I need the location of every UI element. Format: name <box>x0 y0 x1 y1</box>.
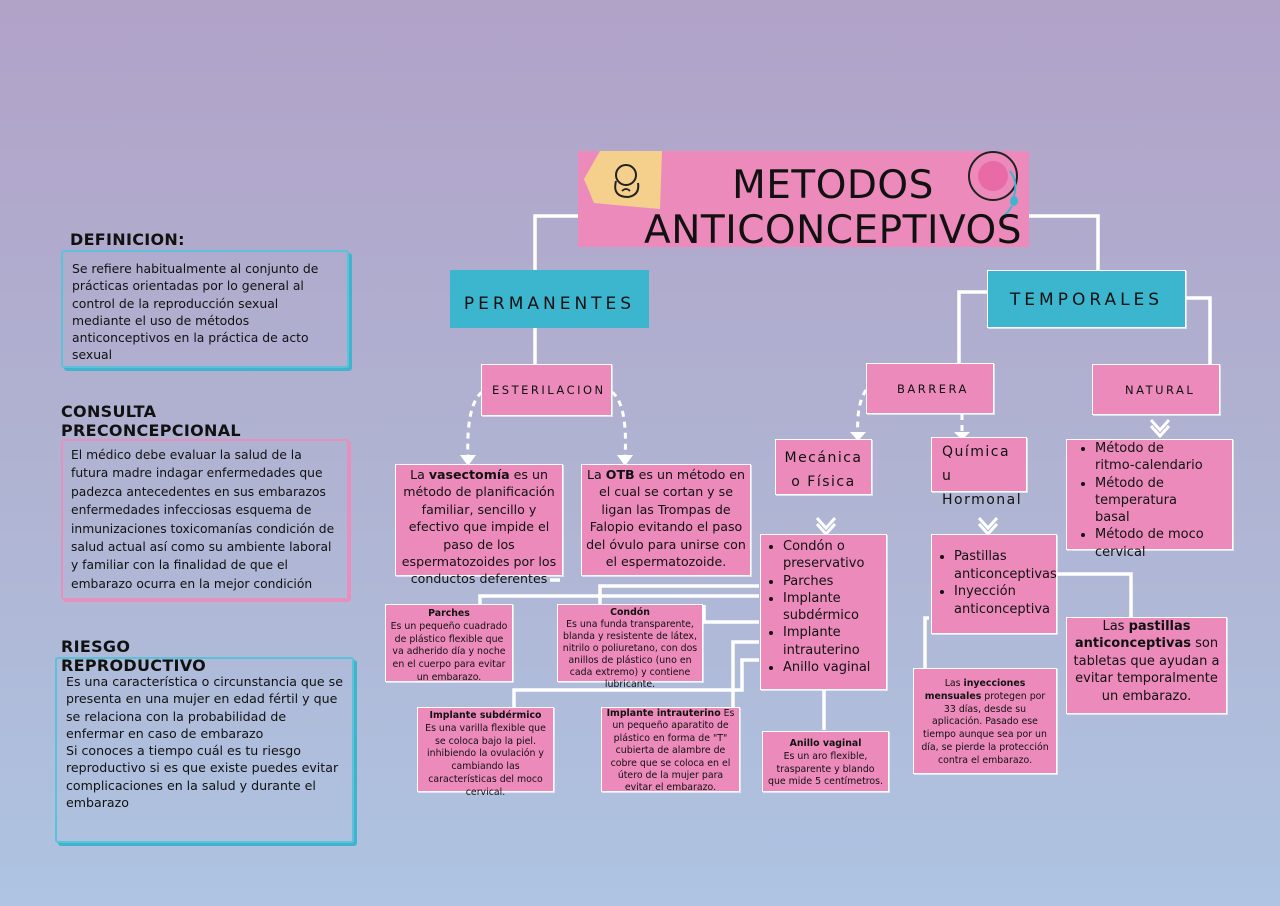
fetus-icon <box>584 151 662 209</box>
list-item: Pastillas anticonceptivas <box>954 548 1057 583</box>
definition-box: Se refiere habitualmente al conjunto de … <box>61 250 349 368</box>
inyecciones-post: protegen por 33 días, desde su aplicació… <box>921 690 1049 766</box>
anillo-text: Es un aro flexible, trasparente y blando… <box>768 750 883 788</box>
consulta-heading: CONSULTA PRECONCEPCIONAL <box>61 402 241 440</box>
inyecciones-bold: inyecciones mensuales <box>924 678 1026 702</box>
list-item: Anillo vaginal <box>783 659 884 676</box>
implante-sub-title: Implante subdérmico <box>429 710 542 721</box>
vasectomia-post: es un método de planificación familiar, … <box>401 467 557 587</box>
condon-text: Es una funda transparente, blanda y resi… <box>562 619 698 690</box>
mecanica-box: Mecánica o Física <box>775 439 872 495</box>
parches-title: Parches <box>428 608 470 619</box>
temporales-box: TEMPORALES <box>987 270 1186 328</box>
natural-box: NATURAL <box>1092 364 1220 415</box>
natural-list: Método de ritmo-calendario Método de tem… <box>1071 440 1205 561</box>
barrera-box: BARRERA <box>866 363 994 414</box>
definition-heading: DEFINICION: <box>70 230 185 249</box>
barrera-label: BARRERA <box>897 382 969 396</box>
parches-text: Es un pequeño cuadrado de plástico flexi… <box>390 620 508 683</box>
quimica-box: Química u Hormonal <box>931 437 1027 508</box>
list-item: Método de ritmo-calendario <box>1095 440 1205 475</box>
consulta-text: El médico debe evaluar la salud de la fu… <box>71 448 335 591</box>
mecanica-list: Condón o preservativo Parches Implante s… <box>761 538 884 676</box>
mecanica-label: Mecánica o Física <box>784 450 863 490</box>
permanentes-label: PERMANENTES <box>463 294 636 314</box>
pastillas-box: Las pastillas anticonceptivas son tablet… <box>1066 617 1227 714</box>
temporales-label: TEMPORALES <box>1009 290 1164 310</box>
pastillas-post: son tabletas que ayudan a evitar tempora… <box>1073 636 1220 704</box>
inyecciones-pre: Las <box>944 678 964 689</box>
permanentes-box: PERMANENTES <box>450 270 649 328</box>
list-item: Inyección anticonceptiva <box>954 583 1054 618</box>
otb-bold: OTB <box>605 467 635 482</box>
egg-sperm-icon <box>968 151 1018 218</box>
quimica-list: Pastillas anticonceptivas Inyección anti… <box>932 548 1057 618</box>
list-item: Implante subdérmico <box>783 590 884 625</box>
page-title: METODOS ANTICONCEPTIVOS <box>644 163 1022 253</box>
definition-text: Se refiere habitualmente al conjunto de … <box>72 261 319 363</box>
riesgo-heading: RIESGO REPRODUCTIVO <box>61 637 207 675</box>
list-item: Método de moco cervical <box>1095 526 1205 561</box>
vasectomia-pre: La <box>410 467 429 482</box>
natural-list-box: Método de ritmo-calendario Método de tem… <box>1066 439 1233 560</box>
implante-subdermico-box: Implante subdérmico Es una varilla flexi… <box>417 707 554 798</box>
otb-pre: La <box>586 467 606 482</box>
implante-intrauterino-box: Implante intrauterino Es un pequeño apar… <box>601 707 740 794</box>
parches-box: Parches Es un pequeño cuadrado de plásti… <box>385 604 513 683</box>
quimica-label: Química u Hormonal <box>942 444 1023 508</box>
esterilacion-label: ESTERILACION <box>492 383 606 397</box>
list-item: Parches <box>783 573 884 590</box>
pastillas-bold: pastillas anticonceptivas <box>1074 619 1191 652</box>
vasectomia-bold: vasectomía <box>428 467 510 482</box>
riesgo-box: Es una característica o circunstancia qu… <box>55 657 354 843</box>
inyecciones-box: Las inyecciones mensuales protegen por 3… <box>913 668 1057 774</box>
natural-label: NATURAL <box>1125 383 1196 397</box>
anillo-vaginal-box: Anillo vaginal Es un aro flexible, trasp… <box>762 731 889 792</box>
otb-box: La OTB es un método en el cual se cortan… <box>581 464 751 576</box>
vasectomia-box: La vasectomía es un método de planificac… <box>395 464 563 586</box>
implante-intra-text: Es un pequeño aparatito de plástico en f… <box>610 708 735 794</box>
condon-box: Condón Es una funda transparente, blanda… <box>557 604 703 690</box>
anillo-title: Anillo vaginal <box>789 738 862 749</box>
title-box: METODOS ANTICONCEPTIVOS <box>578 151 1029 253</box>
consulta-box: El médico debe evaluar la salud de la fu… <box>61 439 349 600</box>
pastillas-pre: Las <box>1102 619 1129 634</box>
condon-title: Condón <box>610 607 650 618</box>
list-item: Método de temperatura basal <box>1095 475 1205 527</box>
quimica-list-box: Pastillas anticonceptivas Inyección anti… <box>931 534 1057 634</box>
implante-sub-text: Es una varilla flexible que se coloca ba… <box>425 722 546 798</box>
mecanica-list-box: Condón o preservativo Parches Implante s… <box>760 534 887 690</box>
implante-intra-title: Implante intrauterino <box>606 708 721 719</box>
riesgo-text-2: Si conoces a tiempo cuál es tu riesgo re… <box>66 743 339 811</box>
list-item: Condón o preservativo <box>783 538 884 573</box>
list-item: Implante intrauterino <box>783 624 884 659</box>
riesgo-text-1: Es una característica o circunstancia qu… <box>66 674 343 741</box>
esterilacion-box: ESTERILACION <box>481 364 612 416</box>
otb-post: es un método en el cual se cortan y se l… <box>586 467 746 570</box>
